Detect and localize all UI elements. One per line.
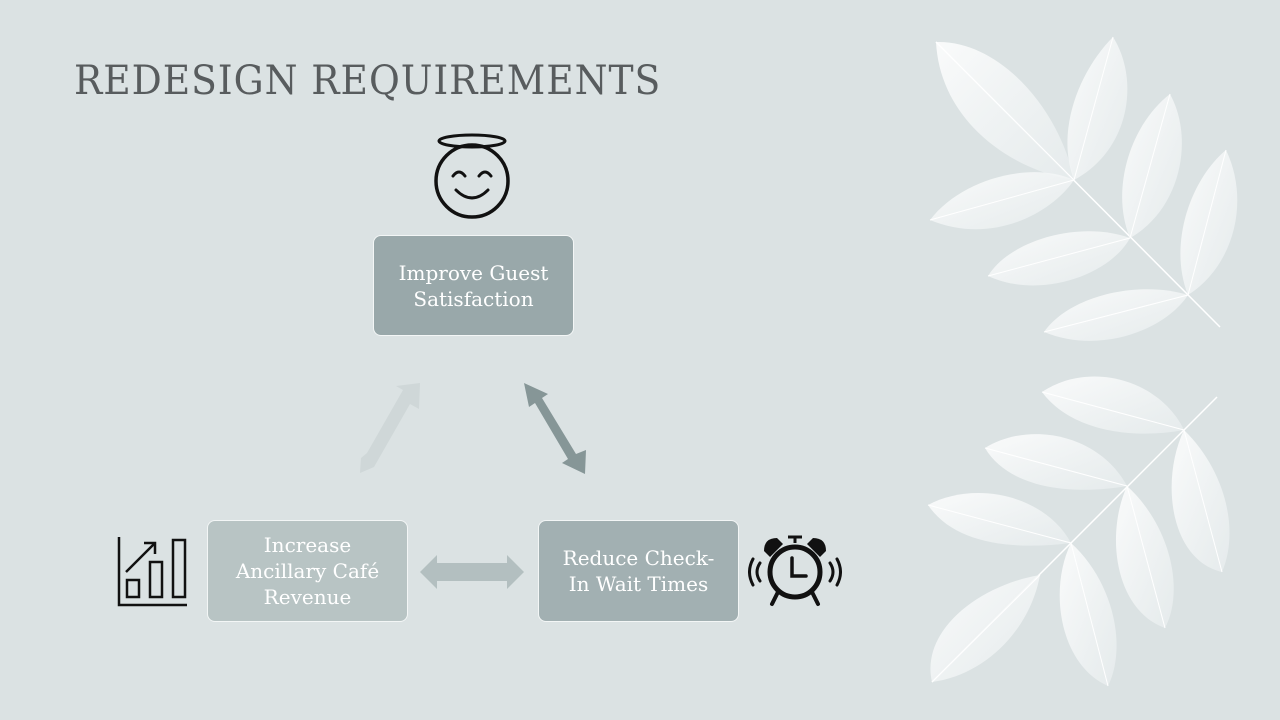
alarm-clock-icon <box>748 535 842 606</box>
node-improve-guest-satisfaction: Improve Guest Satisfaction <box>373 235 574 336</box>
slide-title: REDESIGN REQUIREMENTS <box>74 58 662 104</box>
growth-bar-chart-icon <box>117 537 187 607</box>
node-increase-ancillary-cafe-revenue: Increase Ancillary Café Revenue <box>207 520 408 622</box>
arrow-left-right <box>420 555 524 589</box>
arrow-left-top <box>360 383 420 473</box>
node-label: Increase Ancillary Café Revenue <box>235 533 380 609</box>
leaf-branch-upper <box>929 36 1238 341</box>
node-label: Improve Guest Satisfaction <box>398 260 549 311</box>
node-label: Reduce Check- In Wait Times <box>562 546 715 596</box>
leaf-branch-lower <box>927 376 1230 687</box>
node-reduce-check-in-wait-times: Reduce Check- In Wait Times <box>538 520 739 622</box>
arrow-top-right <box>524 383 586 474</box>
smiley-halo-icon <box>434 133 510 219</box>
